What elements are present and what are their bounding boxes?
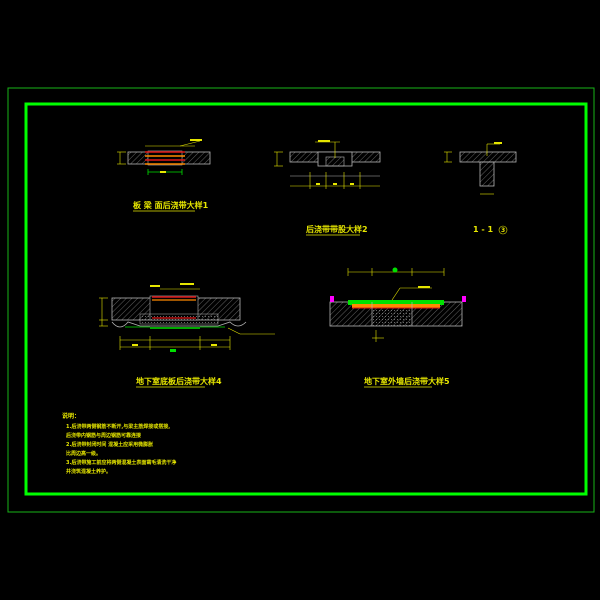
note-line: 并浇筑混凝土养护。 <box>66 468 111 475</box>
detail-3-title: 1 - 1 <box>473 225 493 234</box>
note-line: 2.后浇带封闭时间 混凝土应采用微膨胀 <box>66 441 154 448</box>
detail-1-title: 板 梁 面后浇带大样1 <box>133 200 209 210</box>
detail-3-drawing <box>444 142 517 195</box>
outer-frame <box>7 87 595 513</box>
inner-frame <box>24 102 588 496</box>
note-line: 后浇带内钢筋与周边钢筋可靠连接 <box>66 432 141 439</box>
note-line: 1.后浇带两侧钢筋不断开,与梁主筋焊接或搭接, <box>66 423 170 430</box>
detail-3-ref: 3 <box>501 227 505 234</box>
detail-2-title: 后浇带带股大样2 <box>306 224 368 234</box>
detail-3-ref-circle <box>498 225 508 235</box>
notes-heading: 说明： <box>62 412 80 420</box>
detail-4-title: 地下室底板后浇带大样4 <box>136 376 222 386</box>
notes-block: 说明： 1.后浇带两侧钢筋不断开,与梁主筋焊接或搭接, 后浇带内钢筋与周边钢筋可… <box>62 412 176 475</box>
note-line: 比周边高一级。 <box>66 450 101 457</box>
note-line: 3.后浇带施工前应将两侧混凝土表面凿毛清洗干净 <box>66 459 176 466</box>
detail-5-drawing <box>329 267 466 342</box>
detail-2-drawing <box>274 140 381 189</box>
detail-5-title: 地下室外墙后浇带大样5 <box>364 376 450 386</box>
detail-4-drawing <box>99 283 275 352</box>
detail-1-drawing <box>117 139 211 175</box>
